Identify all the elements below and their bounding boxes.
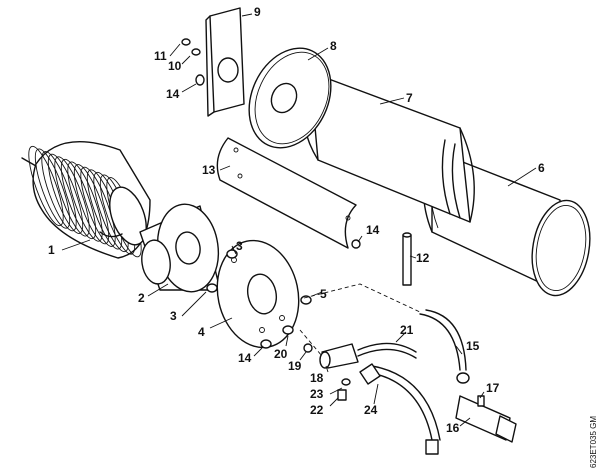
label-part-5: 5 [320,287,327,301]
part-4-mounting-plate [216,239,300,349]
label-part-13: 13 [202,163,216,177]
alignment-lines [299,283,421,357]
leader-lines [61,13,537,427]
part-labels: 1 2 3 3 4 5 6 7 8 9 10 11 12 13 14 14 14… [48,5,545,435]
label-part-14a: 14 [166,87,180,101]
coil-winding [54,156,90,237]
label-part-8: 8 [330,39,337,53]
coil-winding [67,161,103,242]
part-13-heat-shield [216,137,357,249]
small-fasteners [181,38,361,401]
coil-winding [34,148,71,229]
coil-winding [41,151,77,232]
label-part-19: 19 [288,359,302,373]
label-part-15: 15 [466,339,480,353]
part-21-hose [357,342,417,359]
part-1-heating-coil [21,140,151,259]
part-9-bracket [205,7,245,117]
label-part-12: 12 [416,251,430,265]
part-8-disc [248,47,332,149]
drawing-code: 623ET035 GM [589,416,598,468]
label-part-1: 1 [48,243,55,257]
label-part-3a: 3 [236,239,243,253]
coil-winding [28,145,64,227]
part-7-inner-cylinder [302,71,475,223]
label-part-9: 9 [254,5,261,19]
coil-end [109,186,147,246]
label-part-6: 6 [538,161,545,175]
label-part-10: 10 [168,59,182,73]
label-part-14b: 14 [366,223,380,237]
coil-winding [47,153,84,234]
label-part-22: 22 [310,403,324,417]
label-part-11: 11 [154,49,167,63]
coil-winding [73,164,110,245]
label-part-14c: 14 [238,351,252,365]
label-part-21: 21 [400,323,414,337]
coil-winding [80,166,116,247]
label-part-24: 24 [364,403,378,417]
label-part-4: 4 [198,325,205,339]
part-15-gas-pipe [419,309,470,384]
coil-winding [60,158,97,240]
part-12-tube [402,232,412,286]
part-24-hose [359,363,441,455]
label-part-17: 17 [486,381,500,395]
label-part-18: 18 [310,371,324,385]
label-part-3b: 3 [170,309,177,323]
label-part-23: 23 [310,387,324,401]
label-part-16: 16 [446,421,460,435]
label-part-7: 7 [406,91,413,105]
part-2-burner-flange [139,203,221,293]
part-18-fitting [319,343,359,369]
label-part-2: 2 [138,291,145,305]
part-16-valve [455,395,517,443]
label-part-20: 20 [274,347,288,361]
